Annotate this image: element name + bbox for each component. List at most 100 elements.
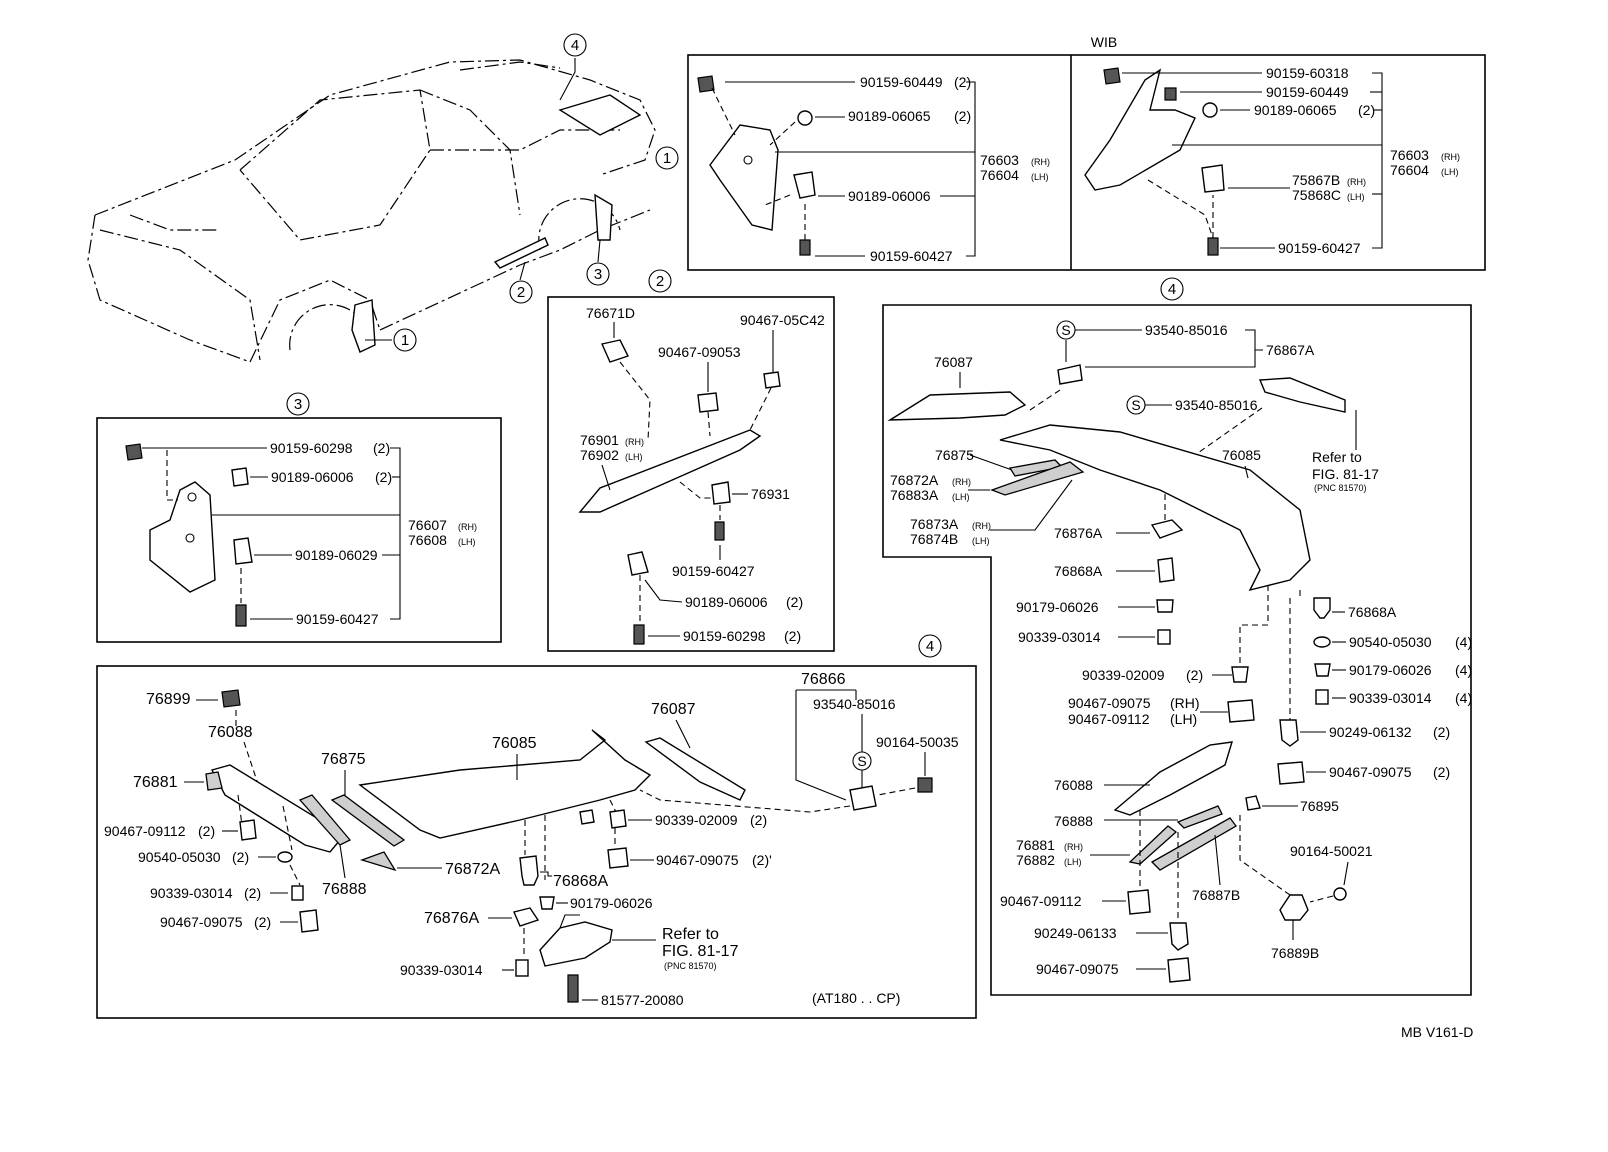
callout-2-number: 2 (517, 284, 525, 301)
clip-90249-06133 (1169, 922, 1189, 951)
screw-90159-60427-s3 (235, 604, 247, 627)
refer-pnc-label: (PNC 81570) (1314, 483, 1367, 493)
refer-fig-label-b: FIG. 81-17 (662, 943, 739, 960)
part-93540-85016: 93540-85016 (1145, 322, 1228, 338)
car-mudguard-rear (594, 193, 613, 241)
clip-90189-06029-s3 (233, 537, 253, 565)
section-1-mudguard-front: WIB 1 90159-60449 (2) 90189-06065 (2) 90… (655, 34, 1486, 271)
part-label: 90189-06006 (848, 188, 931, 204)
cap-76895 (1245, 795, 1261, 811)
part-76881: 76881 (1016, 837, 1055, 853)
rear-spoiler-76085-b (358, 729, 652, 839)
part-90164-50035: 90164-50035 (876, 734, 959, 750)
s-marker-2-text: S (1131, 397, 1140, 413)
part-76874b: 76874B (910, 531, 958, 547)
part-qty: (2) (784, 628, 801, 644)
part-76872a: 76872A (890, 472, 939, 488)
s-marker-b-text: S (857, 753, 866, 769)
part-90467-09075-b3: 90467-09075 (656, 852, 739, 868)
part-76875: 76875 (935, 447, 974, 463)
lh-tag: (LH) (1064, 857, 1082, 867)
section-3-frame (96, 417, 502, 643)
part-76876a-b: 76876A (424, 910, 479, 927)
clip-90467-05c42-shape (763, 371, 781, 389)
part-label: 90189-06006 (271, 469, 354, 485)
clip-90467-09075-b (1167, 957, 1191, 983)
part-76873a: 76873A (910, 516, 959, 532)
part-90467-09075-r: 90467-09075 (1329, 764, 1412, 780)
part-76872a-b: 76872A (445, 861, 500, 878)
nut-90179-06026-b (539, 896, 555, 910)
screw-90159-60298-s3 (125, 443, 143, 461)
nut-90179-06026-r (1314, 663, 1331, 677)
section-4r-marker: 4 (1168, 281, 1176, 298)
clip-90467-09075-rh (1227, 699, 1255, 723)
screw-90164-50035 (917, 777, 933, 793)
clip-90249-06132 (1279, 719, 1299, 747)
part-label: 90159-60449 (1266, 84, 1349, 100)
callout-3-number: 3 (594, 266, 602, 283)
side-spoiler-76088 (1113, 741, 1233, 816)
lh-tag: (LH) (1170, 711, 1197, 727)
spoiler-top-76087 (887, 391, 1027, 421)
part-90179-06026-b: 90179-06026 (570, 895, 653, 911)
lh-tag: (LH) (1031, 172, 1049, 182)
refer-to-label-b: Refer to (662, 926, 719, 943)
cap-76881 (205, 771, 223, 791)
part-76866: 76866 (801, 671, 846, 688)
part-76881-b: 76881 (133, 774, 178, 791)
part-90339-03014-b: 90339-03014 (150, 885, 233, 901)
section-1-marker-circle (655, 146, 679, 170)
part-label: 90189-06029 (295, 547, 378, 563)
section-3-marker-circle (286, 392, 310, 416)
section-2-marker-circle (648, 269, 672, 293)
lh-tag: (LH) (952, 492, 970, 502)
strip-76888 (1176, 805, 1223, 829)
strip-76872a (990, 461, 1085, 496)
section-2-marker: 2 (656, 273, 664, 290)
section-4r-frame (882, 304, 1472, 996)
part-90540-05030: 90540-05030 (1349, 634, 1432, 650)
part-qty: (2)' (752, 852, 772, 868)
part-qty: (2) (750, 812, 767, 828)
part-76875-b: 76875 (321, 751, 366, 768)
part-76882: 76882 (1016, 852, 1055, 868)
rh-tag: (RH) (1170, 695, 1200, 711)
part-qty: (2) (1433, 764, 1450, 780)
part-90249-06133: 90249-06133 (1034, 925, 1117, 941)
washer-90540-05030-b (277, 851, 293, 863)
s-marker-text: S (1061, 322, 1070, 338)
stud-76868a-r (1313, 597, 1331, 619)
part-76868a-r: 76868A (1348, 604, 1397, 620)
part-76883a: 76883A (890, 487, 939, 503)
section-2-frame (547, 296, 835, 652)
part-76876a: 76876A (1054, 525, 1103, 541)
screw-90164-50021 (1333, 887, 1347, 901)
assy-lh: 76604 (980, 167, 1019, 183)
part-90179-06026-r: 90179-06026 (1349, 662, 1432, 678)
part-label: 90189-06065 (1254, 102, 1337, 118)
callout-circle-3 (586, 262, 610, 286)
diagram-id: MB V161-D (1401, 1024, 1473, 1040)
rh-tag: (RH) (1347, 177, 1366, 187)
part-qty: (2) (198, 823, 215, 839)
rh-tag: (RH) (1064, 842, 1083, 852)
strip-76887b (1150, 817, 1237, 871)
part-90179-06026: 90179-06026 (1016, 599, 1099, 615)
clip-76671d-shape (601, 339, 629, 363)
part-qty: (4) (1455, 690, 1472, 706)
pad-76872a (359, 851, 397, 872)
rh-tag: (RH) (1441, 152, 1460, 162)
callout-circle-4 (563, 33, 587, 57)
screw-90159-60318 (1103, 67, 1121, 85)
part-qty: (2) (786, 594, 803, 610)
rh-tag: (RH) (625, 437, 644, 447)
part-76901: 76901 (580, 432, 619, 448)
car-rear-spoiler (558, 94, 642, 136)
assy-rh: 76607 (408, 517, 447, 533)
assy-lh: 76604 (1390, 162, 1429, 178)
refer-to-label: Refer to (1312, 449, 1362, 465)
stop-lamp-assy (1258, 377, 1346, 413)
clip-90467-09075-b2 (299, 909, 319, 933)
